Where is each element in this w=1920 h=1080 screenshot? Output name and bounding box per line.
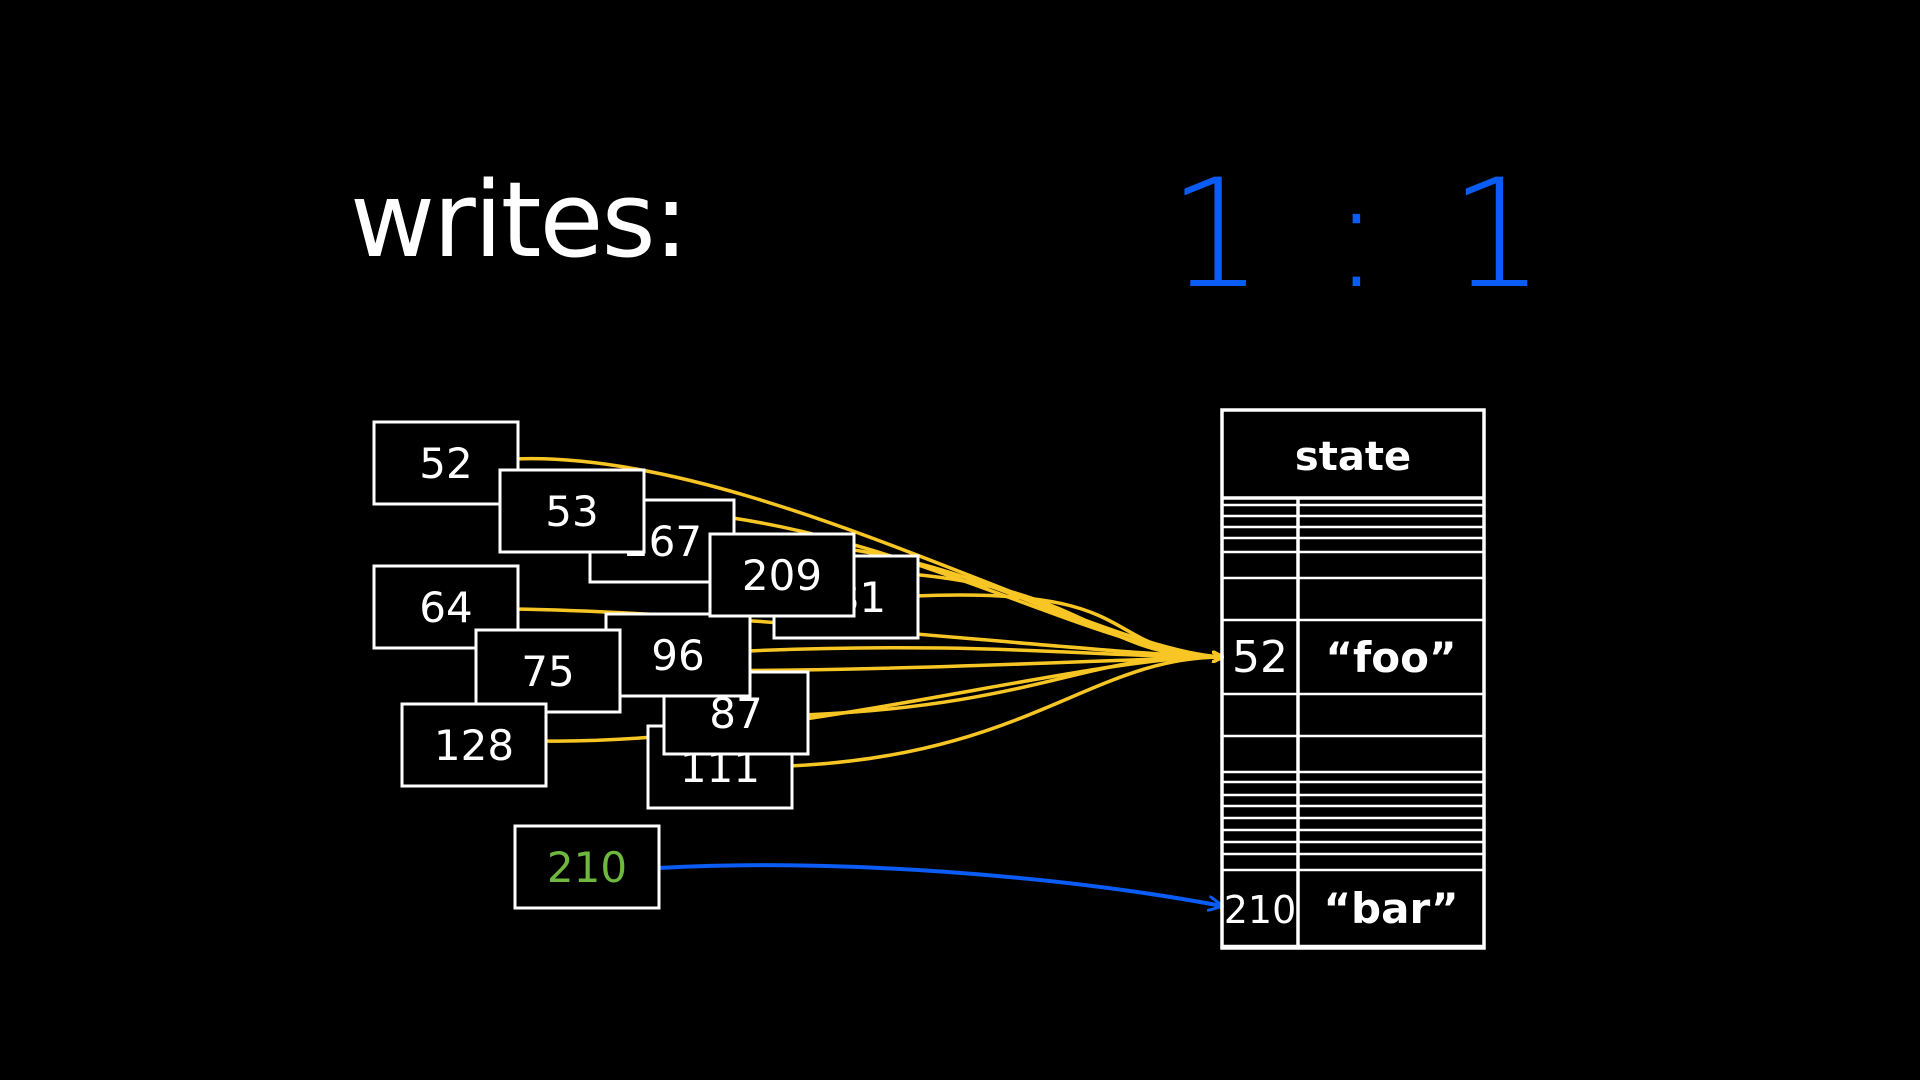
write-id-label: 75 [521, 647, 574, 696]
write-box-75: 75 [474, 628, 622, 714]
write-id-label: 64 [419, 583, 472, 632]
write-arrow-to-key-210 [657, 863, 1222, 906]
write-id-label: 53 [545, 487, 598, 536]
state-key: 52 [1232, 632, 1288, 683]
state-table: state 52 “foo” 210 “bar” [1220, 408, 1486, 950]
write-box-outline [498, 468, 646, 554]
write-box-outline [708, 532, 856, 618]
write-boxes: 111879616718120952536475128210 [372, 420, 920, 910]
write-box-53: 53 [498, 468, 646, 554]
write-box-outline [604, 612, 752, 698]
write-id-label: 96 [651, 631, 704, 680]
state-table-header: state [1295, 434, 1411, 480]
write-box-128: 128 [400, 702, 548, 788]
write-box-outline [372, 564, 520, 650]
write-box-210: 210 [513, 824, 661, 910]
state-row-52: 52 “foo” [1232, 632, 1457, 683]
state-key: 210 [1224, 888, 1297, 932]
state-value: “bar” [1323, 884, 1458, 933]
ratio-label: 1 : 1 [1168, 148, 1555, 322]
write-box-outline [372, 420, 520, 506]
slide-title: writes: [350, 159, 689, 281]
write-box-64: 64 [372, 564, 520, 650]
write-id-label: 128 [434, 721, 514, 770]
write-arrow-to-key-52 [912, 593, 1222, 657]
state-value: “foo” [1325, 633, 1456, 682]
write-id-label: 209 [742, 551, 822, 600]
write-box-96: 96 [604, 612, 752, 698]
write-box-outline [513, 824, 661, 910]
write-box-outline [400, 702, 548, 788]
write-box-209: 209 [708, 532, 856, 618]
state-row-210: 210 “bar” [1224, 884, 1459, 933]
write-box-outline [474, 628, 622, 714]
write-arrow-to-key-52 [786, 657, 1222, 768]
write-id-label: 210 [547, 843, 627, 892]
write-id-label: 52 [419, 439, 472, 488]
write-box-52: 52 [372, 420, 520, 506]
state-table-border [1220, 408, 1486, 950]
